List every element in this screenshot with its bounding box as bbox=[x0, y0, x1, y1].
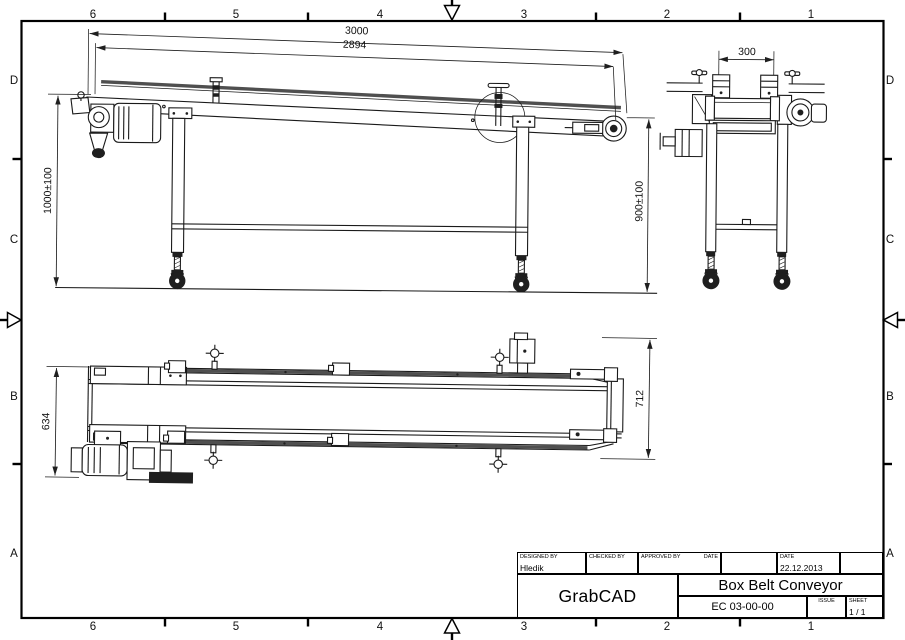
approved-date-label: DATE bbox=[703, 554, 718, 560]
company-cell: GrabCAD bbox=[517, 574, 678, 618]
dim-discharge-height: 900±100 bbox=[633, 181, 645, 222]
zone-row-label: B bbox=[10, 391, 18, 403]
dim-belt-length: 2894 bbox=[343, 39, 367, 52]
title-block-cell-checked-by: CHECKED BY bbox=[586, 552, 638, 574]
dim-belt-width: 300 bbox=[738, 46, 756, 58]
designed-by-label: DESIGNED BY bbox=[520, 554, 558, 560]
center-mark-right-icon bbox=[881, 311, 905, 329]
title-block-cell-date: DATE 22.12.2013 bbox=[777, 552, 840, 574]
title-block-cell-empty bbox=[840, 552, 883, 574]
drawing-number: EC 03-00-00 bbox=[711, 601, 774, 613]
issue-label: ISSUE bbox=[818, 598, 835, 604]
date-label: DATE bbox=[780, 554, 795, 560]
sheet-value: 1 / 1 bbox=[849, 607, 866, 617]
zone-column-label: 1 bbox=[808, 9, 814, 21]
center-mark-left-icon bbox=[0, 311, 23, 329]
dim-overall-length: 3000 bbox=[345, 25, 369, 38]
zone-column-label: 5 bbox=[233, 9, 239, 21]
plan-view: 634 712 bbox=[40, 332, 657, 484]
title-block-cell-approved-by: APPROVED BY DATE bbox=[638, 552, 721, 574]
issue-cell: ISSUE bbox=[807, 596, 846, 618]
zone-column-label: 4 bbox=[377, 621, 384, 633]
checked-by-label: CHECKED BY bbox=[589, 554, 625, 560]
zone-row-label: C bbox=[886, 234, 894, 246]
zone-row-label: D bbox=[886, 75, 894, 87]
zone-ruler: 6 5 4 3 2 1 6 5 4 3 2 1 D C B A D C B A bbox=[10, 9, 894, 633]
zone-row-label: D bbox=[10, 75, 18, 87]
sheet-cell: SHEET 1 / 1 bbox=[846, 596, 883, 618]
zone-column-label: 6 bbox=[90, 9, 96, 21]
title-block-cell-empty bbox=[721, 552, 777, 574]
zone-row-label: A bbox=[886, 548, 894, 560]
dim-frame-width: 634 bbox=[40, 412, 52, 430]
zone-column-label: 4 bbox=[377, 9, 384, 21]
date-value: 22.12.2013 bbox=[780, 563, 823, 573]
zone-column-label: 6 bbox=[90, 621, 96, 633]
zone-row-label: C bbox=[10, 234, 18, 246]
sheet-label: SHEET bbox=[849, 598, 868, 604]
side-view: 3000 2894 1000±100 900±100 bbox=[42, 25, 658, 294]
clamp-knob bbox=[205, 344, 224, 370]
approved-by-label: APPROVED BY bbox=[641, 554, 681, 560]
zone-column-label: 2 bbox=[664, 621, 670, 633]
zone-row-label: B bbox=[886, 391, 894, 403]
drawing-title-cell: Box Belt Conveyor bbox=[678, 574, 883, 596]
zone-column-label: 3 bbox=[521, 9, 527, 21]
zone-column-label: 3 bbox=[521, 621, 527, 633]
zone-column-label: 5 bbox=[233, 621, 239, 633]
end-view: 300 bbox=[659, 46, 828, 290]
zone-column-label: 1 bbox=[808, 621, 814, 633]
dim-infeed-height: 1000±100 bbox=[42, 167, 54, 214]
center-mark-bottom-icon bbox=[443, 616, 461, 640]
dim-overall-width: 712 bbox=[634, 390, 646, 408]
drawing-title: Box Belt Conveyor bbox=[718, 576, 843, 594]
center-mark-top-icon bbox=[443, 0, 461, 22]
zone-row-label: A bbox=[10, 548, 18, 560]
clamp-knob bbox=[489, 448, 508, 473]
title-block-cell-designed-by: DESIGNED BY Hledik bbox=[517, 552, 586, 574]
clamp-knob bbox=[490, 348, 509, 374]
zone-column-label: 2 bbox=[664, 9, 670, 21]
designed-by-value: Hledik bbox=[520, 563, 544, 573]
company-name: GrabCAD bbox=[558, 585, 637, 606]
drawing-number-cell: EC 03-00-00 bbox=[678, 596, 807, 618]
clamp-knob bbox=[204, 444, 223, 469]
title-block: DESIGNED BY Hledik CHECKED BY APPROVED B… bbox=[517, 552, 883, 618]
